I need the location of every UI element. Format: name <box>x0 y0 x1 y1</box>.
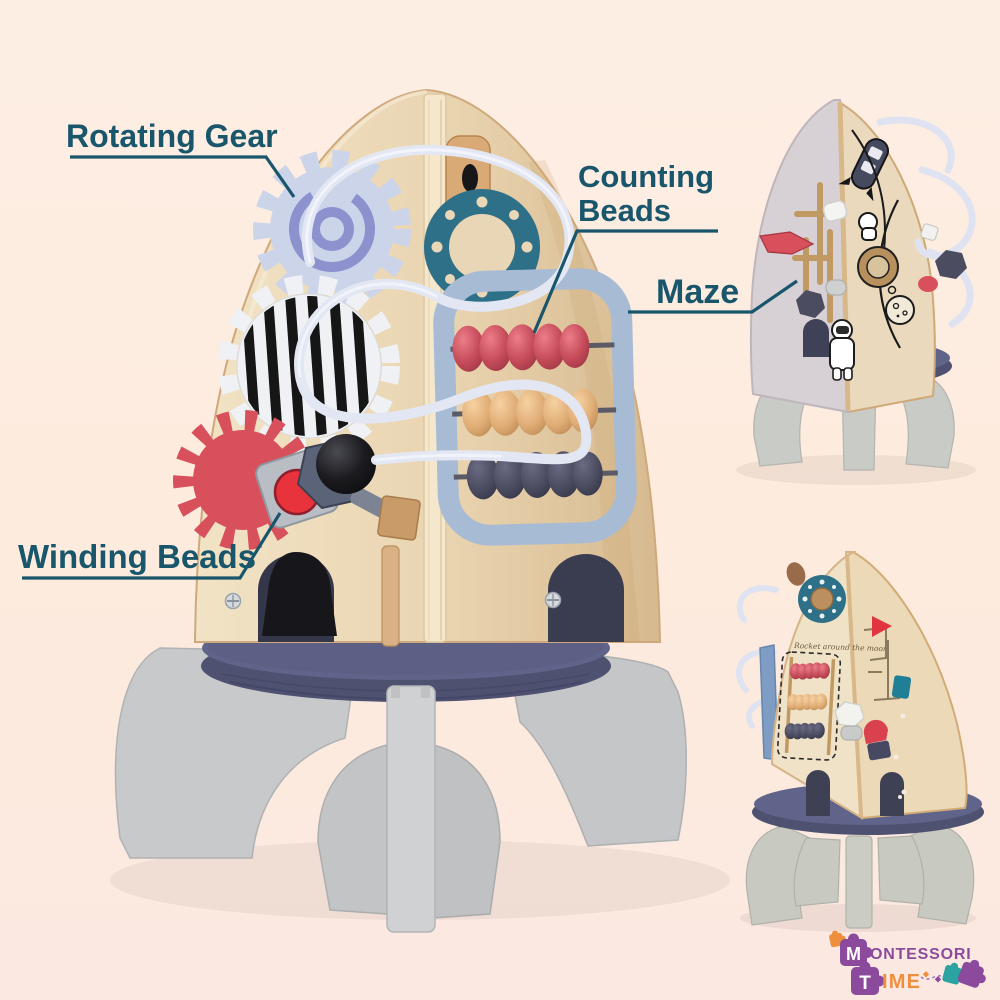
thumb-legs <box>745 823 975 929</box>
callout-maze: Maze <box>628 273 798 314</box>
maze-label: Maze <box>656 273 739 311</box>
right-arch <box>548 554 624 642</box>
maze-leader <box>628 279 798 314</box>
navy-hex-bead <box>935 250 967 279</box>
trail-star <box>922 971 930 978</box>
white-slider <box>822 200 848 222</box>
tan-bead-row <box>787 693 828 711</box>
winding-gear <box>173 410 421 550</box>
puzzle-piece-icon: T <box>851 961 885 995</box>
navy-slider <box>867 740 891 761</box>
maze-panel <box>749 99 936 414</box>
brand-logo: M ONTESSORI T IME <box>829 930 986 995</box>
red-bead-row <box>789 662 830 680</box>
gray-slider <box>840 725 863 741</box>
puzzle-piece-icon: M <box>840 933 873 966</box>
red-bead-row <box>452 323 590 372</box>
rocket-legs <box>114 647 688 859</box>
counting-beads-label-line2: Beads <box>578 193 671 228</box>
white-cube-bead <box>920 223 939 241</box>
abacus-frame <box>433 268 637 546</box>
logo-monogram-m: M <box>846 944 861 964</box>
counting-beads-label-line1: Counting <box>578 159 714 194</box>
callout-winding-beads: Winding Beads <box>18 512 282 580</box>
rotating-gear-label: Rotating Gear <box>66 118 278 154</box>
thumb-maze-side <box>834 616 912 799</box>
thumb-abacus <box>776 651 842 761</box>
maze-view-thumbnail <box>736 99 976 485</box>
left-leg <box>114 647 353 859</box>
main-view <box>110 88 730 933</box>
red-arrow <box>872 616 892 637</box>
trail-star <box>934 976 942 983</box>
logo-monogram-t: T <box>859 973 871 994</box>
navy-hexagon-slider <box>796 290 825 318</box>
callout-counting-beads: Counting Beads <box>532 159 718 334</box>
top-knob <box>786 562 806 586</box>
puzzle-piece-icon <box>829 930 846 948</box>
logo-trail <box>920 975 946 980</box>
screw <box>224 592 242 610</box>
red-flag-slider <box>759 231 815 255</box>
abacus-back-panel: Rocket around the moon <box>770 551 968 820</box>
logo-word-time: IME <box>882 971 921 993</box>
logo-word-montessori: ONTESSORI <box>870 946 971 963</box>
right-leg <box>513 651 688 847</box>
rotating-gear-leader <box>70 155 296 198</box>
planet-doodle <box>885 295 915 325</box>
winding-beads-label: Winding Beads <box>18 538 256 575</box>
gray-slider <box>825 279 847 296</box>
wood-block <box>377 495 421 541</box>
counting-beads-leader <box>532 229 718 334</box>
puzzle-piece-icon <box>942 962 965 985</box>
bead-maze-wire <box>294 144 592 465</box>
callout-rotating-gear: Rotating Gear <box>66 118 296 198</box>
space-artwork <box>838 129 915 349</box>
back-view-thumbnail: Rocket around the moon <box>735 551 984 932</box>
front-leg <box>317 685 501 933</box>
navy-bead-row <box>784 722 825 740</box>
winding-knob-bead <box>316 434 376 494</box>
thumb-porthole <box>798 575 846 623</box>
teal-slider <box>891 675 912 699</box>
wood-pole <box>381 545 400 647</box>
astronaut-silhouette <box>262 552 337 636</box>
puzzle-piece-icon <box>957 959 986 988</box>
screw <box>544 591 562 609</box>
astronaut-figure <box>829 319 855 381</box>
winding-beads-leader <box>22 512 282 580</box>
red-dome-slider <box>863 719 888 744</box>
back-panel-script: Rocket around the moon <box>793 641 888 653</box>
red-bead <box>918 276 938 292</box>
